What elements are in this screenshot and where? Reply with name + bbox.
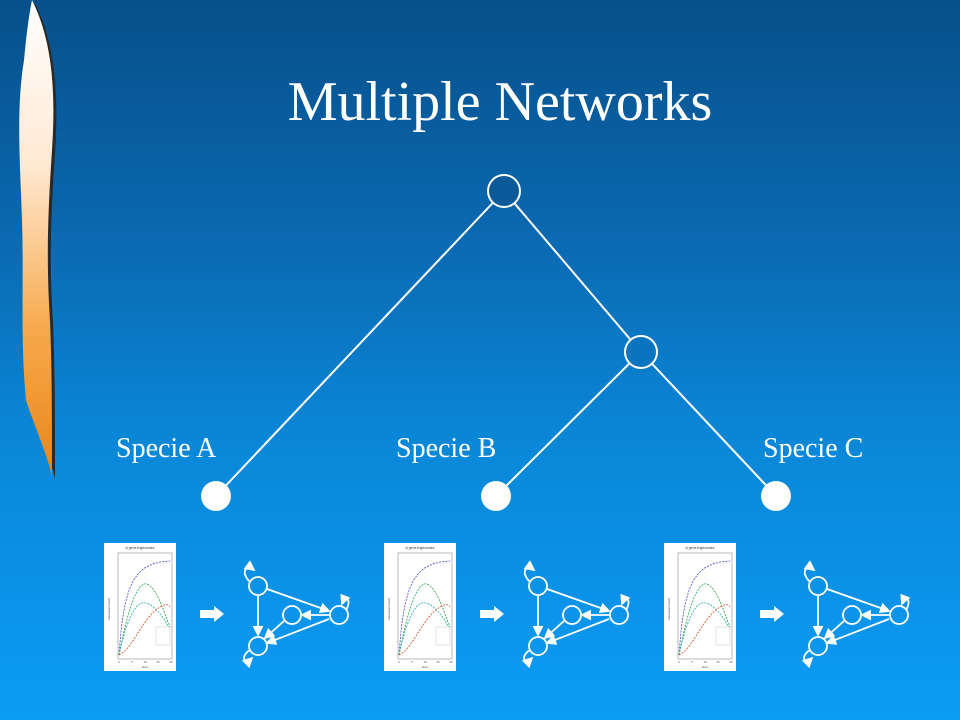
network-edge	[266, 588, 331, 614]
plot-thumbnail-xtick: 10	[144, 660, 147, 664]
network-edge	[545, 618, 610, 645]
plot-thumbnail-legend	[155, 626, 171, 646]
plot-thumbnail-xtick: 10	[704, 660, 707, 664]
plot-thumbnail-xtick: 20	[730, 660, 733, 664]
network-edge	[543, 620, 565, 640]
network-node	[889, 605, 909, 625]
network-node	[282, 605, 302, 625]
network-self-loop	[900, 593, 911, 611]
tree-leaf-node-a	[201, 481, 231, 511]
species-label-b: Specie B	[396, 433, 497, 464]
plot-thumbnail-xtick: 20	[450, 660, 453, 664]
plot-thumbnail-ylabel: expression level	[107, 598, 111, 620]
gene-network-icon	[521, 560, 631, 669]
plot-thumbnail-xtick: 5	[131, 660, 133, 664]
network-node	[609, 605, 629, 625]
tree-edge-internal-c	[640, 351, 777, 497]
tree-edge-root-internal	[503, 190, 642, 353]
network-node	[562, 605, 582, 625]
plot-thumbnail-xtick: 15	[157, 660, 160, 664]
plot-thumbnail-xtick: 10	[424, 660, 427, 664]
plot-thumbnail-xlabel: time	[422, 665, 428, 669]
right-arrow-icon	[760, 606, 784, 622]
plot-thumbnail-curve	[678, 604, 731, 656]
plot-thumbnail-xlabel: time	[142, 665, 148, 669]
tree-edge-root-a	[215, 190, 505, 497]
species-label-c: Specie C	[763, 433, 864, 464]
plot-thumbnail-curve	[678, 602, 731, 656]
plot-thumbnail-ylabel: expression level	[667, 598, 671, 620]
plot-thumbnail-curve	[398, 560, 451, 656]
plot-thumbnail-xlabel: time	[702, 665, 708, 669]
plot-thumbnail-curve	[118, 583, 171, 656]
network-edge	[826, 588, 891, 614]
plot-thumbnail-curve	[678, 560, 731, 656]
plot-thumbnail-xtick: 5	[691, 660, 693, 664]
plot-thumbnail-legend	[715, 626, 731, 646]
page-title: Multiple Networks	[287, 71, 713, 133]
network-edge	[263, 620, 285, 640]
tree-internal-node	[624, 335, 658, 369]
species-label-a: Specie A	[116, 433, 217, 464]
plot-thumbnail-curve	[398, 602, 451, 656]
plot-thumbnail-xtick: 0	[118, 660, 120, 664]
plot-thumbnail: A gene trajectories expression level time 0…	[384, 543, 456, 671]
plot-thumbnail-ylabel: expression level	[387, 598, 391, 620]
network-node	[842, 605, 862, 625]
right-arrow-icon	[200, 606, 224, 622]
network-edge	[823, 620, 845, 640]
network-self-loop	[243, 560, 256, 583]
network-node	[248, 636, 268, 656]
tree-leaf-node-b	[481, 481, 511, 511]
network-self-loop	[620, 593, 631, 611]
network-self-loop	[803, 560, 816, 583]
network-node	[808, 636, 828, 656]
plot-thumbnail-title: A gene trajectories	[406, 546, 435, 550]
network-edge	[546, 588, 611, 614]
plot-thumbnail-xtick: 0	[678, 660, 680, 664]
network-self-loop	[521, 649, 534, 669]
network-self-loop	[340, 593, 351, 611]
plot-thumbnail-curve	[398, 604, 451, 656]
network-node	[528, 576, 548, 596]
network-node	[248, 576, 268, 596]
network-edge	[825, 618, 890, 645]
network-self-loop	[801, 649, 814, 669]
network-edge	[265, 618, 330, 645]
plot-thumbnail-title: A gene trajectories	[126, 546, 155, 550]
plot-thumbnail-xtick: 15	[437, 660, 440, 664]
plot-thumbnail-curve	[118, 604, 171, 656]
plot-thumbnail-legend	[435, 626, 451, 646]
network-node	[808, 576, 828, 596]
plot-thumbnail: A gene trajectories expression level time 0…	[104, 543, 176, 671]
network-self-loop	[523, 560, 536, 583]
plot-thumbnail-xtick: 0	[398, 660, 400, 664]
plot-thumbnail-curve	[118, 602, 171, 656]
flame-decoration-icon	[19, 0, 57, 478]
tree-root-node	[487, 174, 521, 208]
network-self-loop	[241, 649, 254, 669]
plot-thumbnail-curve	[398, 583, 451, 656]
gene-network-icon	[801, 560, 911, 669]
network-node	[528, 636, 548, 656]
plot-thumbnail-xtick: 5	[411, 660, 413, 664]
plot-thumbnail-xtick: 15	[717, 660, 720, 664]
right-arrow-icon	[480, 606, 504, 622]
gene-network-icon	[241, 560, 351, 669]
tree-edge-internal-b	[495, 351, 642, 497]
plot-thumbnail-curve	[678, 583, 731, 656]
network-node	[329, 605, 349, 625]
plot-thumbnail: A gene trajectories expression level time 0…	[664, 543, 736, 671]
plot-thumbnail-curve	[118, 560, 171, 656]
plot-thumbnail-xtick: 20	[170, 660, 173, 664]
plot-thumbnail-title: A gene trajectories	[686, 546, 715, 550]
tree-leaf-node-c	[761, 481, 791, 511]
